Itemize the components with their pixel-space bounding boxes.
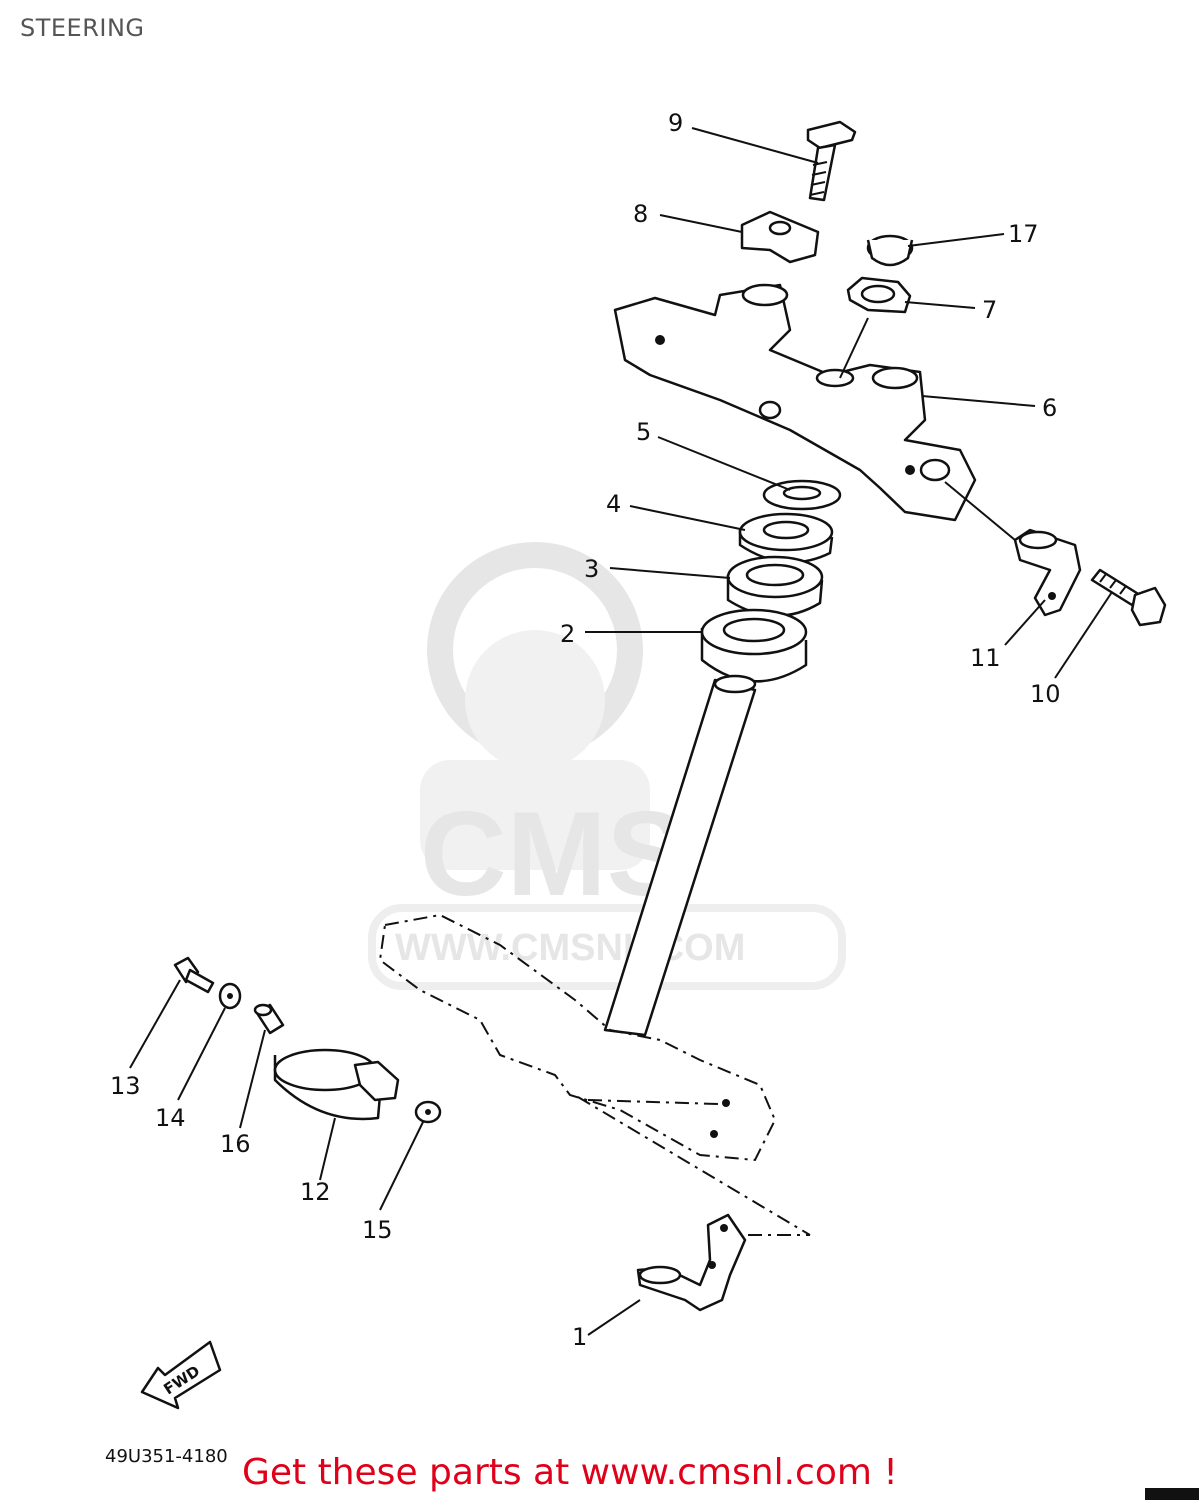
part-2-bearing <box>700 608 808 683</box>
callout-labels: 1 2 3 4 5 6 7 8 9 10 11 12 13 14 15 16 1… <box>110 109 1061 1351</box>
corner-mark <box>1145 1488 1199 1500</box>
callout-8: 8 <box>633 200 648 228</box>
part-11-cable-guide <box>1013 528 1082 617</box>
callout-14: 14 <box>155 1104 186 1132</box>
callout-16: 16 <box>220 1130 251 1158</box>
callout-15: 15 <box>362 1216 393 1244</box>
diagram-code: 49U351-4180 <box>105 1446 228 1467</box>
part-3-bearing <box>726 555 824 618</box>
part-7-nut <box>846 276 912 314</box>
under-bracket-outline <box>378 913 777 1162</box>
callout-10: 10 <box>1030 680 1061 708</box>
part-15-nut <box>414 1100 442 1124</box>
page-title: STEERING <box>20 14 145 42</box>
part-1-cable-guide <box>636 1213 747 1312</box>
callout-11: 11 <box>970 644 1001 672</box>
callout-2: 2 <box>560 620 575 648</box>
watermark-url: WWW.CMSNL.COM <box>395 927 745 969</box>
callout-7: 7 <box>982 296 997 324</box>
part-16-collar <box>253 1003 285 1035</box>
callout-17: 17 <box>1008 220 1039 248</box>
fwd-arrow-icon: FWD <box>140 1340 222 1410</box>
part-4-bearing-cover <box>738 512 834 564</box>
callout-9: 9 <box>668 109 683 137</box>
part-12-clamp <box>273 1048 400 1121</box>
callout-3: 3 <box>584 555 599 583</box>
part-9-bolt <box>806 120 857 202</box>
leader-lines <box>129 127 1113 1336</box>
callout-4: 4 <box>606 490 621 518</box>
watermark-brand: CMS <box>420 787 687 921</box>
watermark: CMS WWW.CMSNL.COM <box>368 542 846 990</box>
part-13-bolt <box>173 956 215 994</box>
part-10-bolt <box>1090 568 1167 627</box>
callout-1: 1 <box>572 1323 587 1351</box>
part-17-cap <box>866 234 914 267</box>
part-14-washer <box>218 982 242 1010</box>
part-8-handlebar-holder <box>740 210 820 264</box>
part-6-upper-bracket <box>613 283 977 522</box>
callout-13: 13 <box>110 1072 141 1100</box>
callout-12: 12 <box>300 1178 331 1206</box>
callout-5: 5 <box>636 418 651 446</box>
steering-stem <box>603 674 757 1037</box>
promo-link[interactable]: Get these parts at www.cmsnl.com ! <box>242 1452 898 1493</box>
callout-6: 6 <box>1042 394 1057 422</box>
